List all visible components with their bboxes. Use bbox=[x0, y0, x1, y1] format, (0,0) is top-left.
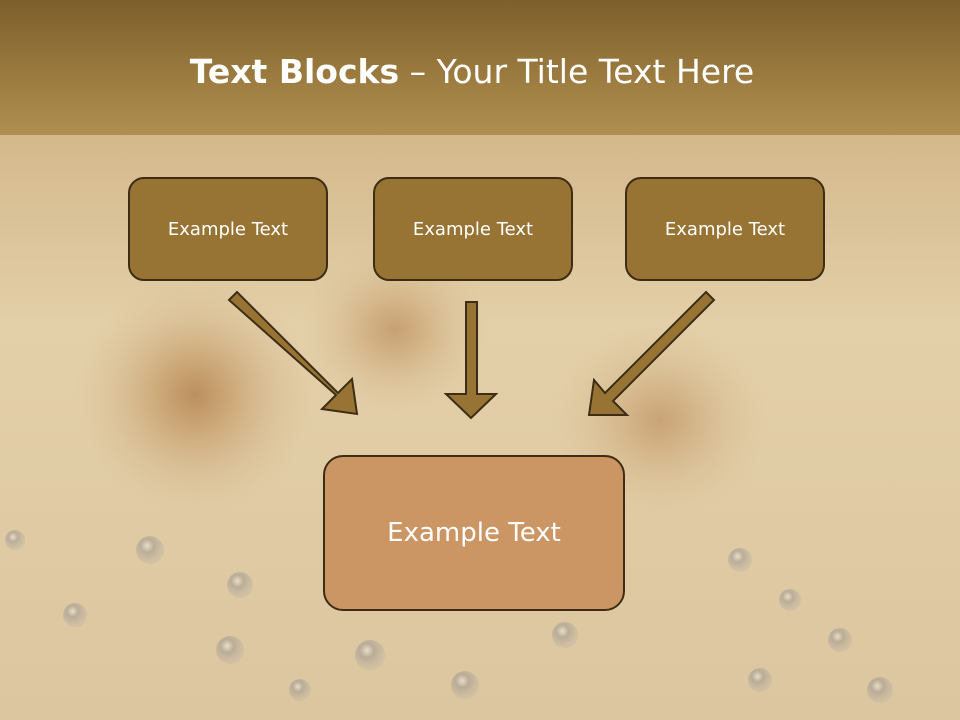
text-box-middle-label: Example Text bbox=[412, 218, 534, 240]
arrow-left bbox=[227, 290, 359, 416]
text-box-bottom-label: Example Text bbox=[387, 518, 561, 548]
text-box-left-label: Example Text bbox=[167, 218, 289, 240]
text-box-left[interactable]: Example Text bbox=[128, 177, 328, 281]
slide-title: Text Blocks – Your Title Text Here bbox=[0, 52, 944, 91]
title-band bbox=[0, 0, 960, 135]
title-rest: – Your Title Text Here bbox=[399, 52, 755, 91]
title-bold: Text Blocks bbox=[189, 52, 400, 91]
text-box-right-label: Example Text bbox=[664, 218, 786, 240]
text-box-bottom[interactable]: Example Text bbox=[323, 455, 625, 611]
text-box-right[interactable]: Example Text bbox=[625, 177, 825, 281]
arrow-middle bbox=[443, 301, 499, 420]
arrow-right bbox=[587, 290, 716, 416]
text-box-middle[interactable]: Example Text bbox=[373, 177, 573, 281]
